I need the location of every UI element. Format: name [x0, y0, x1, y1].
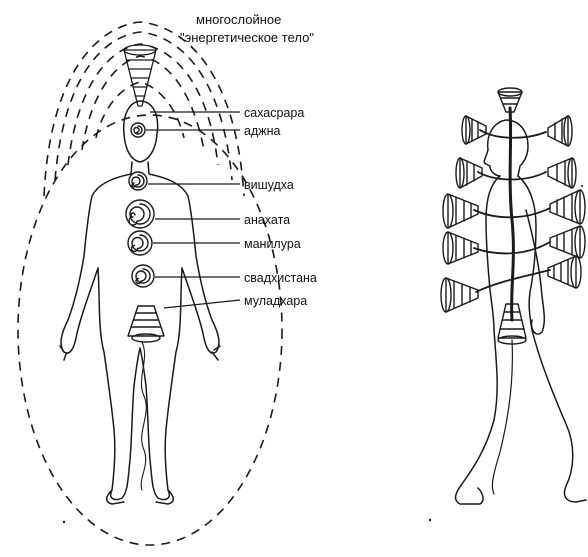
spiral-anahata [126, 200, 154, 228]
side-cone-back-3 [550, 190, 585, 224]
label-muladhara: муладхара [244, 294, 307, 308]
label-ajna: аджна [244, 124, 281, 138]
side-cone-back-2 [548, 158, 576, 188]
label-anahata: анахата [244, 213, 290, 227]
side-spine-channel [510, 108, 513, 320]
front-figure [60, 101, 220, 504]
side-cone-back-1 [548, 116, 572, 146]
title-line-1: многослойное [196, 12, 281, 27]
spiral-ajna [131, 123, 145, 137]
front-energy-channel [141, 342, 146, 490]
side-cone-front-1 [462, 116, 486, 144]
label-vishuddha: вишудха [244, 178, 294, 192]
side-channel-2 [478, 172, 546, 180]
side-head [488, 120, 528, 176]
cone-muladhara [128, 306, 164, 342]
diagram-title: многослойное "энергетическое тело" [180, 12, 314, 45]
aura-layer-3 [55, 32, 232, 180]
front-head [124, 101, 158, 162]
label-manipura: манилура [244, 237, 301, 251]
front-sahasrara-cone [124, 45, 156, 106]
side-cone-front-4 [443, 232, 478, 264]
label-svadhisthana: свадхистана [244, 271, 317, 285]
side-inner-leg [492, 340, 512, 494]
side-back-leg [532, 330, 586, 502]
side-cone-back-4 [550, 226, 585, 258]
front-left-foot [107, 490, 124, 504]
leader-muladhara [164, 300, 240, 308]
side-figure [456, 108, 586, 504]
side-channel-1 [480, 130, 546, 138]
front-chakra-spirals [126, 123, 164, 342]
spiral-manipura [128, 231, 152, 255]
label-sahasrara: сахасрара [244, 106, 304, 120]
side-face [484, 150, 500, 176]
side-cone-front-3 [443, 194, 478, 228]
spiral-svadhisthana [132, 265, 154, 287]
title-line-2: "энергетическое тело" [180, 30, 314, 45]
side-cone-back-5 [548, 256, 581, 288]
front-body-outline [61, 162, 219, 500]
spiral-vishuddha [129, 172, 147, 190]
crown-cone-rings [127, 60, 153, 96]
front-right-foot [156, 490, 173, 504]
aura-layer-4 [44, 22, 244, 196]
chakra-labels: сахасрара аджна вишудха анахата манилура… [244, 106, 317, 308]
side-cone-front-5 [441, 278, 478, 312]
label-leaders [146, 112, 240, 308]
side-front-leg [456, 330, 498, 504]
